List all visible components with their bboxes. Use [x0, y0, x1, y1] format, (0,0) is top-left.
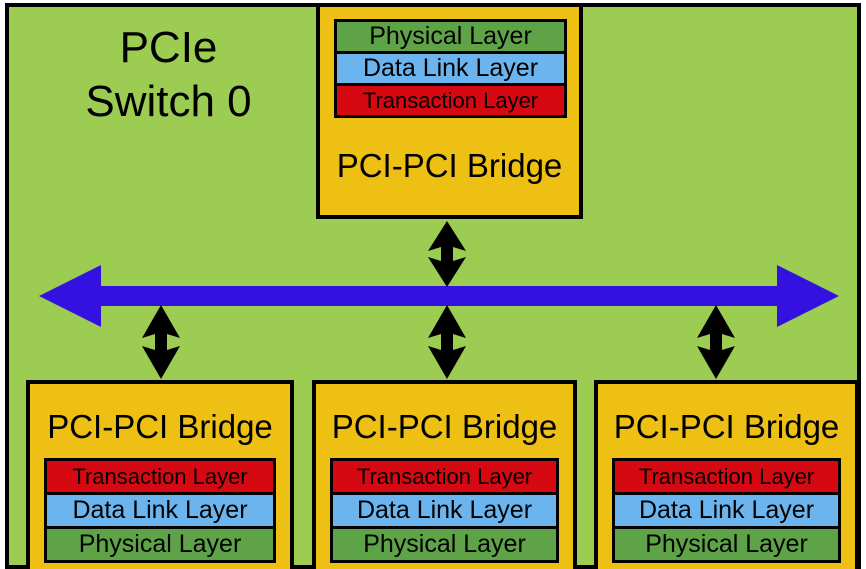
layer-data-link: Data Link Layer — [330, 492, 559, 529]
layer-transaction: Transaction Layer — [330, 458, 559, 495]
layer-physical: Physical Layer — [612, 526, 841, 563]
bridge-box-downstream-1[interactable]: PCI-PCI Bridge Transaction Layer Data Li… — [312, 380, 577, 569]
link-arrow-upstream — [428, 221, 466, 287]
bridge-box-downstream-0[interactable]: PCI-PCI Bridge Transaction Layer Data Li… — [26, 380, 294, 569]
layer-transaction: Transaction Layer — [334, 83, 567, 118]
bridge-label: PCI-PCI Bridge — [613, 408, 840, 445]
bridge-label: PCI-PCI Bridge — [336, 147, 563, 184]
page-title: PCIe Switch 0 — [85, 23, 252, 126]
bridge-box-upstream[interactable]: Physical Layer Data Link Layer Transacti… — [316, 3, 583, 219]
bridge-label: PCI-PCI Bridge — [47, 408, 273, 445]
layer-data-link: Data Link Layer — [612, 492, 841, 529]
protocol-stack-upstream: Physical Layer Data Link Layer Transacti… — [334, 19, 567, 118]
layer-transaction: Transaction Layer — [44, 458, 276, 495]
protocol-stack-downstream-1: Transaction Layer Data Link Layer Physic… — [330, 458, 559, 563]
protocol-stack-downstream-0: Transaction Layer Data Link Layer Physic… — [44, 458, 276, 563]
bridge-box-downstream-2[interactable]: PCI-PCI Bridge Transaction Layer Data Li… — [594, 380, 859, 569]
link-arrow-downstream-right — [697, 305, 735, 379]
layer-data-link: Data Link Layer — [334, 51, 567, 86]
protocol-stack-downstream-2: Transaction Layer Data Link Layer Physic… — [612, 458, 841, 563]
layer-physical: Physical Layer — [44, 526, 276, 563]
layer-physical: Physical Layer — [330, 526, 559, 563]
bridge-label: PCI-PCI Bridge — [331, 408, 558, 445]
pcie-switch-panel: PCIe Switch 0 Physical Layer Data Link L… — [5, 3, 861, 569]
layer-data-link: Data Link Layer — [44, 492, 276, 529]
layer-physical: Physical Layer — [334, 19, 567, 54]
link-arrow-downstream-left — [142, 305, 180, 379]
link-arrow-downstream-center — [428, 305, 466, 379]
layer-transaction: Transaction Layer — [612, 458, 841, 495]
